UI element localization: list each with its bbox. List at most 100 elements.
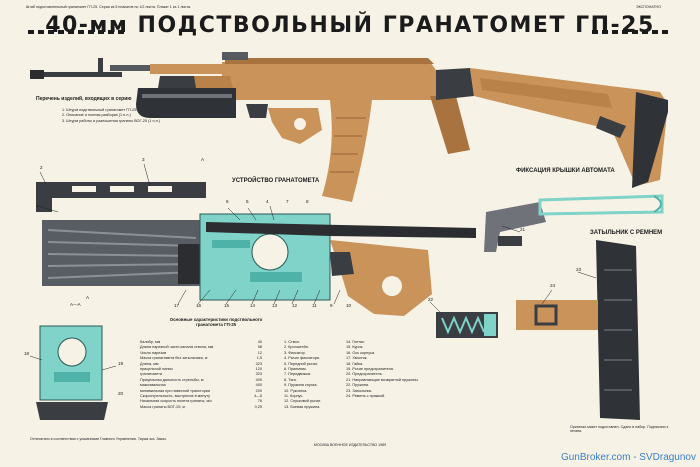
parts-list-2: 14. Гнетик. 15. Курок. 16. Ось корпуса. … — [346, 340, 419, 399]
part-item: 4. Рычаг фиксатора. — [284, 356, 320, 361]
spec-value: 4—5 — [253, 394, 262, 399]
spec-value: 323 — [255, 372, 262, 377]
footer-left-note: Отпечатано в соответствии с указаниями Г… — [30, 437, 167, 441]
fixation-cover — [484, 202, 546, 252]
launcher-trigger — [246, 104, 268, 118]
callout-14: 14 — [250, 303, 256, 308]
spec-label: прицельной линии — [140, 367, 173, 372]
fixation-heading: ФИКСАЦИЯ КРЫШКИ АВТОМАТА — [516, 168, 615, 174]
spec-row: Масса гранатомета без затыльника, кг 1,5 — [140, 356, 262, 361]
buttstock-ridges — [604, 269, 632, 391]
sling-swivel — [596, 116, 626, 138]
buttpad — [632, 92, 668, 188]
barrel-rifling — [47, 229, 197, 279]
part-item: 15. Курок. — [346, 345, 364, 350]
barrel-muzzle — [178, 244, 202, 284]
bracket-slot-3 — [148, 186, 172, 192]
parts-list-1: 1. Ствол. 2. Кронштейн. 3. Фиксатор. 4. … — [284, 340, 321, 410]
fixation-latch — [498, 236, 522, 246]
receiver — [222, 62, 436, 100]
callout-16: 16 — [196, 303, 202, 308]
spec-label: минимальная при навесной траектории — [140, 388, 211, 393]
upper-handguard — [150, 64, 222, 74]
kit-list-item: 2. Описание и полная разборка (1 п.л.) — [62, 113, 131, 118]
spec-value: 98 — [257, 345, 262, 350]
spec-label: Число нарезов — [140, 350, 167, 355]
rifle-barrel — [42, 72, 122, 77]
spec-value: 400 — [255, 383, 262, 388]
spec-label: Длина нарезной части канала ствола, мм — [140, 345, 214, 350]
spec-value: 0,25 — [254, 404, 262, 409]
rifle-stock — [470, 68, 668, 186]
callout-6: 6 — [226, 199, 229, 204]
cover-fixation-drawing — [484, 194, 664, 252]
stock-cheek — [480, 78, 612, 108]
section-barrel — [42, 220, 200, 286]
kit-list-heading: Перечень изделий, входящих в серию — [36, 96, 132, 102]
spec-label: Масса гранатомета без затыльника, кг — [140, 356, 208, 361]
callout-11: 11 — [312, 303, 317, 308]
part-item: 18. Гайка. — [346, 361, 364, 366]
cut-mark-top: А — [201, 157, 205, 162]
callout-12: 12 — [292, 303, 298, 308]
rifle-pistol-grip — [430, 96, 470, 154]
part-item: 10. Рукоятка. — [284, 388, 308, 393]
spec-row: Число нарезов 12 — [140, 351, 262, 356]
callout-17: 17 — [174, 303, 180, 308]
aa-latch — [54, 372, 90, 382]
fixation-guide-loop — [653, 195, 662, 213]
callout-1: 1 — [36, 203, 39, 208]
trigger-lever — [250, 272, 302, 282]
buttstock-heading: ЗАТЫЛЬНИК С РЕМНЕМ — [590, 230, 663, 236]
part-item: 9. Пружина спуска. — [284, 383, 318, 388]
part-item: 1. Ствол. — [284, 340, 300, 344]
part-item: 11. Корпус. — [284, 394, 304, 399]
specs-heading: Основные характеристики подствольного гр… — [169, 317, 263, 327]
kit-list-item: 1. Штурм подствольный гранатомет ГП-25 (… — [62, 108, 150, 112]
front-sight — [98, 58, 103, 72]
part-item: 12. Спусковой рычаг. — [284, 399, 321, 404]
callout-3: 3 — [142, 157, 145, 162]
spec-label: Калибр, мм — [140, 340, 161, 344]
rear-sight — [222, 52, 248, 60]
part-item: 8. Тяга. — [284, 377, 297, 382]
part-item: 13. Боевая пружина. — [284, 404, 321, 409]
spec-value: 12 — [257, 350, 262, 355]
part-item: 6. Приемник. — [284, 367, 307, 372]
footer-right-note: Оригинал-макет подготовлен. Сдано в набо… — [570, 425, 669, 433]
part-item: 17. Хвостик. — [346, 356, 368, 361]
spec-value: 120 — [255, 367, 262, 372]
callout-23: 23 — [576, 267, 582, 272]
launcher-cross-section — [36, 182, 476, 316]
section-trigger-guard — [330, 252, 354, 276]
callout-21: 21 — [520, 227, 526, 232]
spec-row: прицельной линии 120 — [140, 367, 262, 372]
part-item: 20. Предохранитель. — [346, 372, 383, 377]
spec-value: 323 — [255, 361, 262, 366]
callout-5: 5 — [246, 199, 249, 204]
top-right-label: ЭКСПОНАТНО — [636, 5, 661, 9]
spec-value: 1,5 — [256, 356, 262, 361]
section-rail — [206, 222, 476, 238]
kit-list-item: 3. Штурм работы и разношения гранаты ВОГ… — [62, 118, 161, 123]
spec-value: 76 — [257, 399, 262, 404]
header-strip-left — [28, 30, 124, 34]
magazine-ribs — [330, 117, 366, 173]
buttstock-drawing — [516, 240, 640, 420]
spec-label: максимальная — [140, 383, 166, 388]
kit-list: 1. Штурм подствольный гранатомет ГП-25 (… — [62, 108, 160, 124]
callout-22: 22 — [428, 297, 434, 302]
callout-10: 10 — [346, 303, 352, 308]
section-receiver-bore — [251, 233, 289, 271]
callout-8: 8 — [306, 199, 309, 204]
rifle-magazine — [322, 100, 372, 202]
callout-18: 18 — [24, 351, 30, 356]
part-item: 2. Кронштейн. — [284, 345, 309, 350]
callout-19: 19 — [118, 361, 124, 366]
fixation-spring-guide — [538, 194, 664, 216]
part-item: 21. Направляющие возвратной пружины. — [346, 377, 419, 382]
firing-spring — [212, 240, 250, 248]
